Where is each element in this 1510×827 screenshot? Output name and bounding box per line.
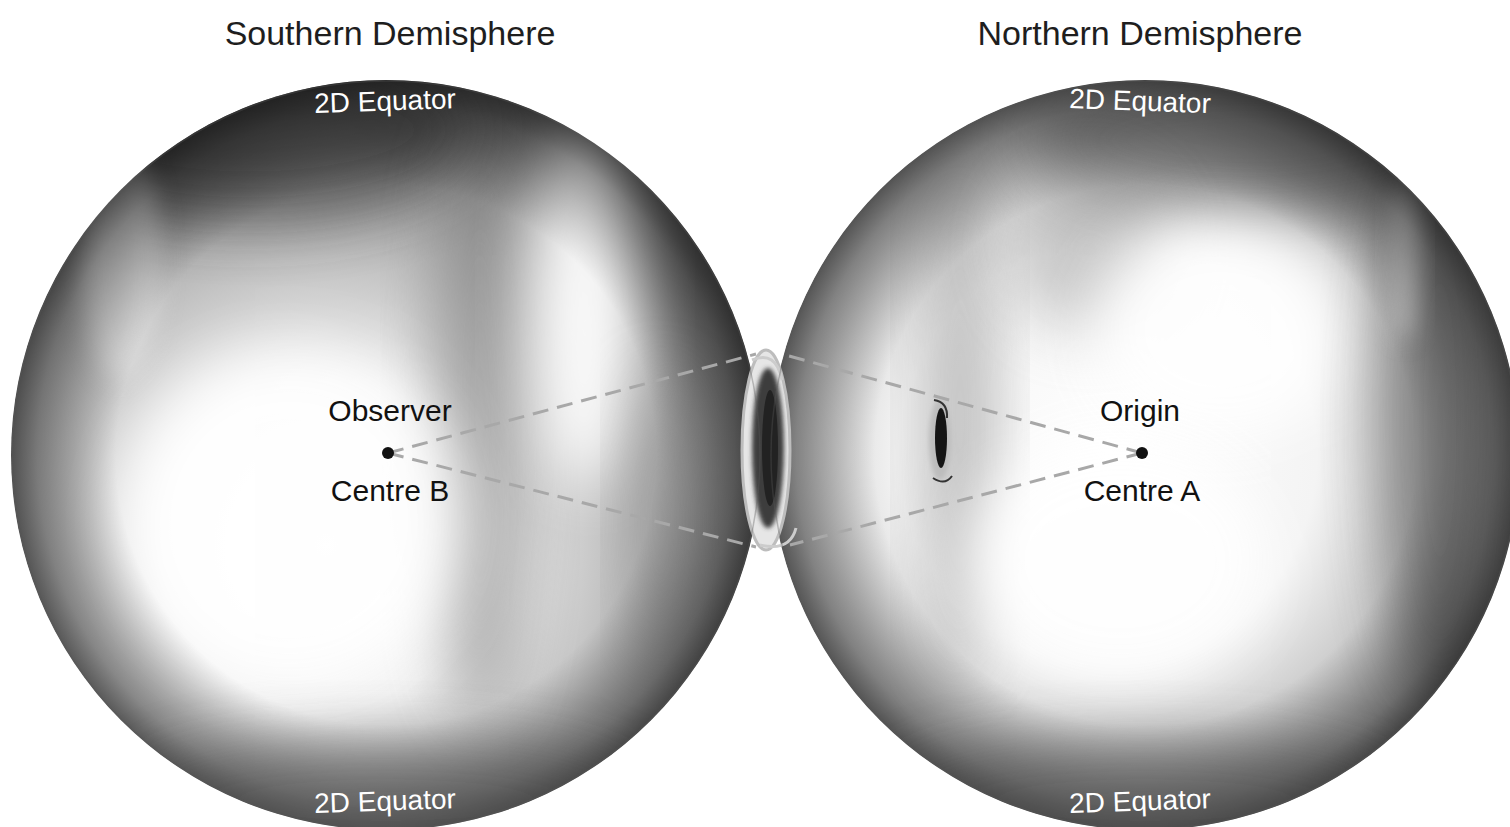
equator-label: 2D Equator (1069, 784, 1212, 820)
point-label: Origin (1100, 394, 1180, 427)
sphere-outline (11, 80, 761, 827)
centre-dot (1136, 447, 1148, 459)
sphere-heading: Northern Demisphere (977, 15, 1302, 52)
sphere-region: Northern Demisphere2D EquatorOriginCentr… (770, 80, 1510, 827)
sight-lines (388, 354, 1142, 547)
sphere-region: Southern Demisphere2D EquatorObserverCen… (11, 80, 761, 827)
northern-sphere (770, 60, 1510, 827)
equator-label: 2D Equator (314, 84, 457, 120)
point-label: Centre B (331, 474, 449, 507)
equator-label: 2D Equator (1069, 84, 1212, 120)
wormhole-throat (742, 350, 796, 550)
centre-dot (382, 447, 394, 459)
point-label: Centre A (1084, 474, 1201, 507)
sphere-heading: Southern Demisphere (225, 15, 556, 52)
equator-label: 2D Equator (314, 784, 457, 820)
sphere-outline (770, 80, 1510, 827)
wormhole-mouth (929, 400, 952, 482)
point-label: Observer (328, 394, 451, 427)
southern-sphere (11, 40, 761, 827)
